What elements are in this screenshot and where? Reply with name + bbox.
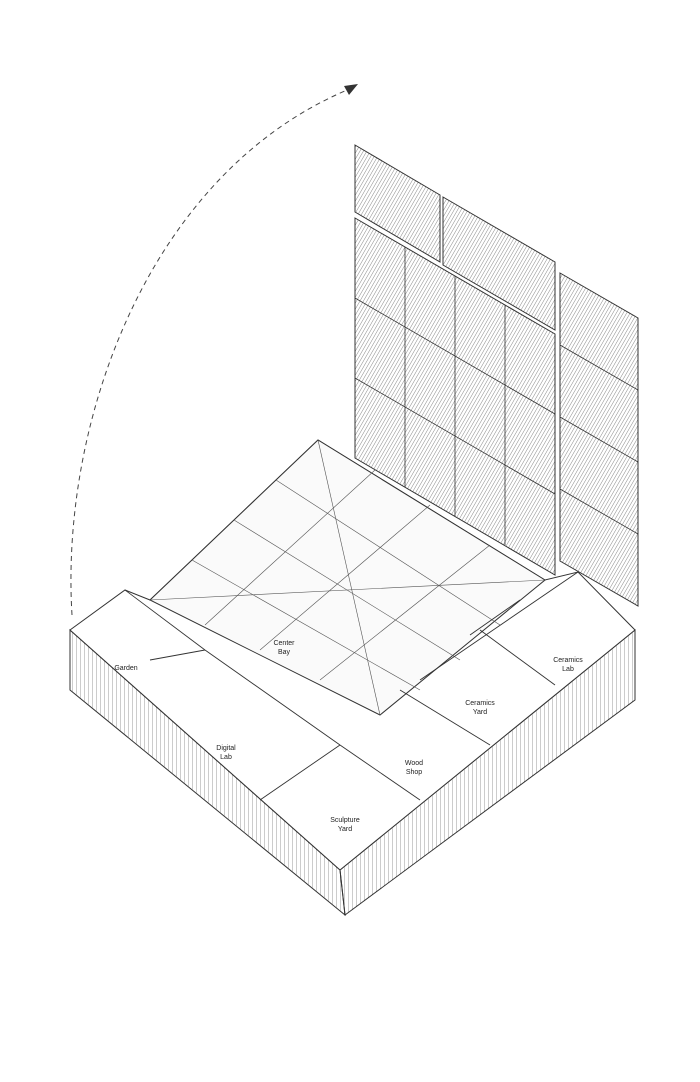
building — [69, 439, 636, 917]
panel-top-left — [354, 144, 441, 263]
panel-top-mid — [442, 196, 556, 331]
label-garden: Garden — [114, 665, 137, 672]
lift-arrow — [70, 87, 353, 616]
arrow-head-icon — [344, 84, 358, 95]
roof-panels — [354, 144, 639, 607]
